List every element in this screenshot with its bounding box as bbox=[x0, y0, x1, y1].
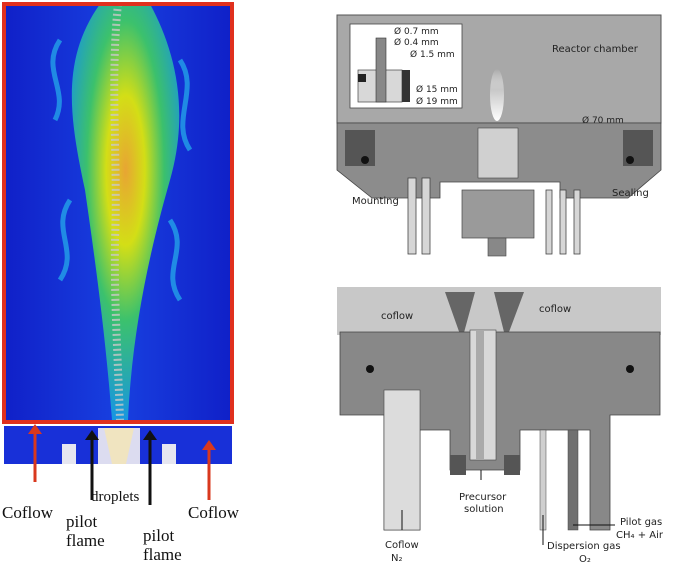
coflow-arrowhead-right bbox=[202, 440, 216, 450]
tube-1 bbox=[407, 177, 417, 255]
nozzle-cone bbox=[104, 428, 134, 464]
pilot-arrowhead-left bbox=[85, 430, 99, 440]
screw-right bbox=[504, 455, 520, 475]
label-coflow-l: coflow bbox=[381, 311, 413, 322]
label-pilot-1: Pilot gas bbox=[620, 517, 662, 528]
pilot-tube bbox=[567, 429, 579, 531]
tube-2 bbox=[421, 177, 431, 255]
nozzle-detail-seal bbox=[358, 74, 366, 82]
tube-5 bbox=[545, 189, 553, 255]
cone-right bbox=[494, 292, 524, 340]
tube-4 bbox=[573, 189, 581, 255]
flame bbox=[490, 69, 504, 121]
label-dispersion-1: Dispersion gas bbox=[547, 541, 621, 552]
label-reactor: Reactor chamber bbox=[552, 44, 639, 55]
seal-low-right bbox=[626, 365, 634, 373]
seal-right bbox=[626, 156, 634, 164]
label-mounting: Mounting bbox=[352, 196, 399, 207]
mount-left bbox=[345, 130, 375, 166]
spray-plume bbox=[71, 4, 180, 420]
label-droplets: droplets bbox=[91, 489, 139, 505]
label-sealing: Sealing bbox=[612, 188, 649, 199]
lower-manifold bbox=[461, 189, 535, 239]
center-nozzle bbox=[477, 127, 519, 179]
tube-3 bbox=[559, 189, 567, 255]
label-coflow-r: coflow bbox=[539, 304, 571, 315]
pilot-block-left bbox=[62, 444, 76, 464]
dim-0-7: Ø 0.7 mm bbox=[394, 26, 439, 37]
left-labels: Coflow pilot flame droplets pilot flame … bbox=[2, 489, 240, 564]
dim-15mm: Ø 15 mm bbox=[416, 84, 458, 95]
left-arrows bbox=[28, 424, 216, 505]
label-precursor-1: Precursor bbox=[459, 492, 507, 503]
dim-0-4: Ø 0.4 mm bbox=[394, 37, 439, 48]
pilot-arrowhead-right bbox=[143, 430, 157, 440]
coflow-arrowhead-left bbox=[28, 424, 42, 434]
label-coflow-n2-2: N₂ bbox=[391, 553, 403, 564]
pilot-block-right bbox=[162, 444, 176, 464]
inner-needle bbox=[476, 330, 484, 460]
domain-border bbox=[2, 2, 234, 424]
top-burner-diagram: Ø 0.7 mm Ø 0.4 mm Ø 1.5 mm Ø 15 mm Ø 19 … bbox=[336, 14, 662, 257]
seal-low-left bbox=[366, 365, 374, 373]
label-pilot-2: CH₄ + Air bbox=[616, 530, 664, 541]
bottom-burner-diagram: coflow coflow Precursor solution Coflow … bbox=[337, 287, 664, 565]
droplet-trail bbox=[110, 3, 124, 421]
nozzle-detail-needle bbox=[375, 37, 387, 103]
bottom-connector bbox=[487, 237, 507, 257]
label-dispersion-2: O₂ bbox=[579, 554, 591, 565]
dim-1-5: Ø 1.5 mm bbox=[410, 49, 455, 60]
label-pilot-left-1: pilot bbox=[66, 512, 97, 531]
coflow-channel bbox=[383, 389, 421, 531]
plume-swirls bbox=[50, 38, 193, 302]
label-coflow-left: Coflow bbox=[2, 503, 54, 522]
screw-left bbox=[450, 455, 466, 475]
simulation-panel bbox=[2, 2, 234, 464]
label-precursor-2: solution bbox=[464, 504, 504, 515]
seal-left bbox=[361, 156, 369, 164]
nozzle-detail-right bbox=[402, 70, 410, 102]
cone-left bbox=[445, 292, 475, 340]
label-pilot-right-2: flame bbox=[143, 545, 182, 564]
label-pilot-left-2: flame bbox=[66, 531, 105, 550]
dim-19mm: Ø 19 mm bbox=[416, 96, 458, 107]
label-coflow-n2-1: Coflow bbox=[385, 540, 419, 551]
label-coflow-right: Coflow bbox=[188, 503, 240, 522]
dim-70mm: Ø 70 mm bbox=[582, 115, 624, 126]
label-pilot-right-1: pilot bbox=[143, 526, 174, 545]
